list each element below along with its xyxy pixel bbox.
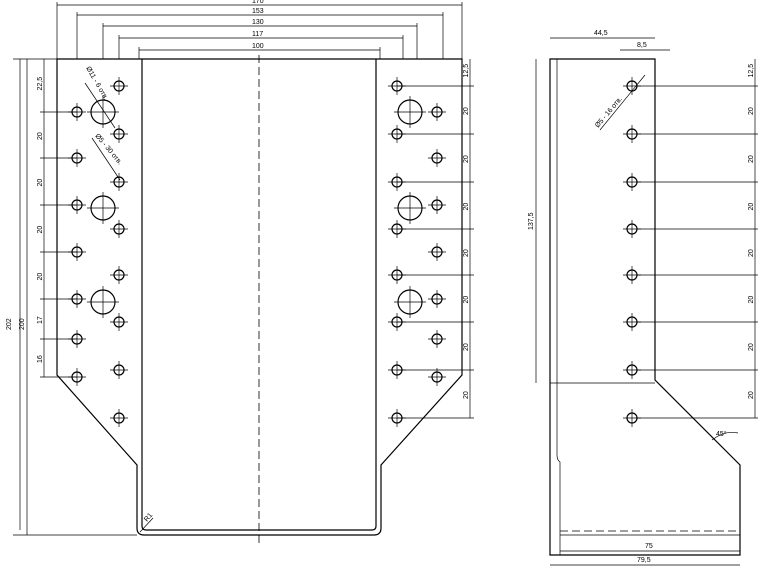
right-spacing-dim: 20: [463, 249, 470, 257]
small-hole: [428, 196, 446, 214]
side-spacing-dim: 20: [748, 155, 755, 163]
small-hole: [110, 173, 128, 191]
small-hole: [110, 361, 128, 379]
side-spacing-dim: 20: [748, 203, 755, 211]
small-hole: [110, 313, 128, 331]
left-flange-outline: [56, 58, 463, 536]
width-dimensions: 170 153 130 117 100: [56, 0, 463, 59]
small-hole: [428, 103, 446, 121]
small-hole: [68, 368, 86, 386]
left-spacing-dim: 16: [37, 355, 44, 363]
small-hole: [428, 149, 446, 167]
left-spacing-dim: 20: [37, 132, 44, 140]
dim-79-5: 79,5: [637, 557, 651, 564]
width-dim-1: 153: [252, 8, 264, 15]
side-hole: [623, 125, 641, 143]
right-spacing-dim: 20: [463, 343, 470, 351]
side-hole: [623, 361, 641, 379]
side-spacing-dim: 20: [748, 249, 755, 257]
small-hole: [428, 330, 446, 348]
note-large-holes: Ø11 - 6 отв.: [84, 66, 109, 102]
small-hole: [428, 290, 446, 308]
right-spacing-dim: 12,5: [463, 64, 470, 78]
right-spacing-dim: 20: [463, 155, 470, 163]
side-hole: [623, 266, 641, 284]
small-hole: [68, 103, 86, 121]
right-spacing-dim: 20: [463, 296, 470, 304]
large-hole: [394, 192, 426, 224]
side-spacing-dim: 12,5: [748, 64, 755, 78]
dim-44-5: 44,5: [594, 30, 608, 37]
small-hole: [388, 77, 406, 95]
width-dim-2: 130: [252, 19, 264, 26]
side-view: 44,5 8,5 137,5 Ø5 - 16 отв. 45° 75 79,5 …: [528, 30, 758, 566]
small-hole: [388, 125, 406, 143]
dim-200: 200: [19, 318, 26, 330]
large-hole: [394, 96, 426, 128]
side-hole: [623, 77, 641, 95]
small-hole: [110, 220, 128, 238]
small-hole: [68, 243, 86, 261]
left-spacing-dim: 20: [37, 273, 44, 281]
small-hole: [388, 409, 406, 427]
large-hole: [87, 192, 119, 224]
dim-137-5: 137,5: [528, 212, 535, 230]
small-hole: [388, 313, 406, 331]
side-hole: [623, 409, 641, 427]
small-hole: [110, 409, 128, 427]
side-holes: [623, 77, 641, 427]
large-hole: [394, 286, 426, 318]
dim-202: 202: [6, 318, 13, 330]
dim-8-5: 8,5: [637, 42, 647, 49]
small-hole: [388, 361, 406, 379]
small-hole: [428, 368, 446, 386]
side-spacing-dim: 20: [748, 391, 755, 399]
left-spacing-dim: 22,5: [37, 77, 44, 91]
dim-75: 75: [645, 543, 653, 550]
left-spacing-dim: 20: [37, 226, 44, 234]
side-hole: [623, 173, 641, 191]
small-hole: [68, 196, 86, 214]
right-spacing-dim: 20: [463, 107, 470, 115]
small-hole: [388, 220, 406, 238]
width-dim-3: 117: [252, 31, 263, 38]
side-outline: [549, 58, 741, 556]
side-spacing-dim: 20: [748, 343, 755, 351]
side-spacing-dim: 20: [748, 107, 755, 115]
angle-45: 45°: [716, 430, 727, 438]
small-hole: [110, 125, 128, 143]
width-dim-4: 100: [252, 43, 264, 50]
small-hole: [110, 266, 128, 284]
left-spacing-dim: 20: [37, 179, 44, 187]
note-side-holes: Ø5 - 16 отв.: [594, 96, 624, 130]
width-dim-0: 170: [252, 0, 264, 5]
small-hole: [68, 149, 86, 167]
large-hole: [87, 286, 119, 318]
side-hole: [623, 313, 641, 331]
small-hole: [68, 330, 86, 348]
right-spacing-dim: 20: [463, 203, 470, 211]
front-holes: [68, 77, 446, 427]
right-spacing-dim: 20: [463, 391, 470, 399]
small-hole: [428, 243, 446, 261]
side-spacing-dimensions: 12,5 20 20 20 20 20 20 20: [637, 59, 758, 419]
bend-radius: R1: [143, 512, 154, 523]
side-spacing-dim: 20: [748, 296, 755, 304]
small-hole: [68, 290, 86, 308]
small-hole: [388, 173, 406, 191]
side-hole: [623, 220, 641, 238]
right-spacing-dimensions: 12,5 20 20 20 20 20 20 20: [397, 59, 474, 419]
large-hole: [87, 96, 119, 128]
small-hole: [110, 77, 128, 95]
left-spacing-dim: 17: [37, 316, 44, 324]
small-hole: [388, 266, 406, 284]
